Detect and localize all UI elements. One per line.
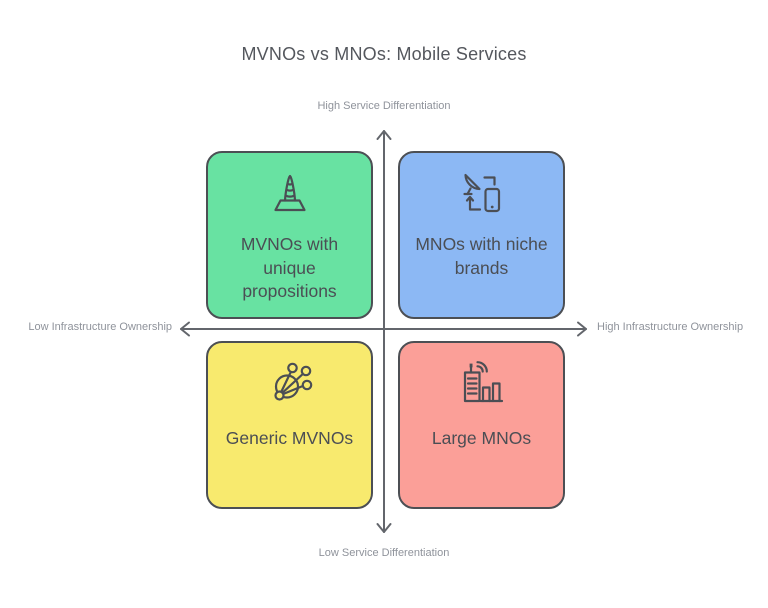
quadrant-bottom-right: Large MNOs <box>398 341 565 509</box>
arrow-up-icon <box>376 130 392 140</box>
axis-label-bottom: Low Service Differentiation <box>318 547 450 559</box>
axis-label-right: High Infrastructure Ownership <box>597 321 744 333</box>
arrow-down-icon <box>376 523 392 533</box>
axis-label-top: High Service Differentiation <box>317 100 451 112</box>
arrow-left-icon <box>180 321 190 337</box>
quadrant-label: Large MNOs <box>431 428 532 448</box>
quadrant-top-left: MVNOs with unique propositions <box>206 151 373 319</box>
arrow-right-icon <box>577 321 587 337</box>
traffic-cone-icon <box>266 169 314 217</box>
network-hub-icon <box>266 359 314 407</box>
quadrant-bottom-left: Generic MVNOs <box>206 341 373 509</box>
quadrant-top-right: MNOs with niche brands <box>398 151 565 319</box>
quadrant-label: MNOs with niche brands <box>415 234 548 278</box>
quadrant-label: MVNOs with unique propositions <box>240 234 339 302</box>
building-signal-icon <box>458 359 506 407</box>
satellite-phone-sync-icon <box>458 169 506 217</box>
axis-label-left: Low Infrastructure Ownership <box>28 321 172 333</box>
page-title: MVNOs vs MNOs: Mobile Services <box>241 44 527 64</box>
quadrant-label: Generic MVNOs <box>225 428 354 448</box>
